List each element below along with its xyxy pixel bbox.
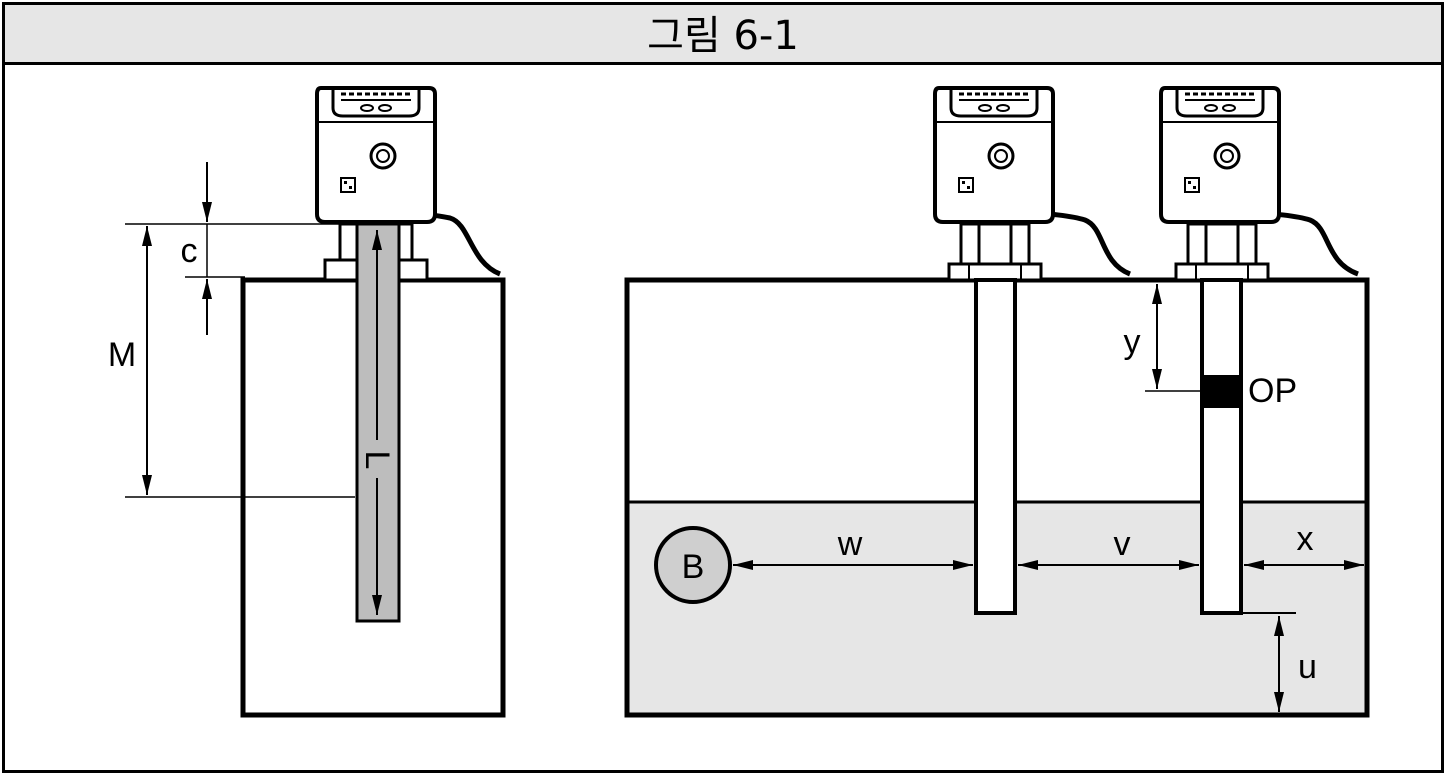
operating-point-marker — [1202, 375, 1241, 408]
left-sensor-head — [315, 86, 437, 224]
label-M: M — [108, 336, 136, 374]
label-y: y — [1124, 323, 1141, 361]
sensor1-probe-rod — [974, 278, 1017, 615]
figure-header: 그림 6-1 — [2, 2, 1444, 65]
figure-title: 그림 6-1 — [647, 13, 799, 59]
label-v: v — [1114, 525, 1131, 563]
left-tank-diagram: L c M — [108, 86, 506, 718]
right-tank-diagram: y OP B w v x u — [624, 86, 1370, 718]
label-w: w — [837, 525, 863, 563]
obstacle-B-circle — [654, 526, 732, 604]
label-x: x — [1297, 520, 1314, 558]
sensor1-nut — [947, 222, 1043, 282]
label-u: u — [1298, 648, 1317, 686]
label-L: L — [358, 451, 396, 470]
sensor2-head — [1159, 86, 1281, 224]
label-OP: OP — [1248, 372, 1297, 410]
sensor2-nut — [1174, 222, 1270, 282]
sensor2-probe-rod — [1200, 278, 1243, 615]
label-B: B — [682, 548, 705, 586]
label-c: c — [181, 232, 198, 270]
sensor1-head — [933, 86, 1055, 224]
